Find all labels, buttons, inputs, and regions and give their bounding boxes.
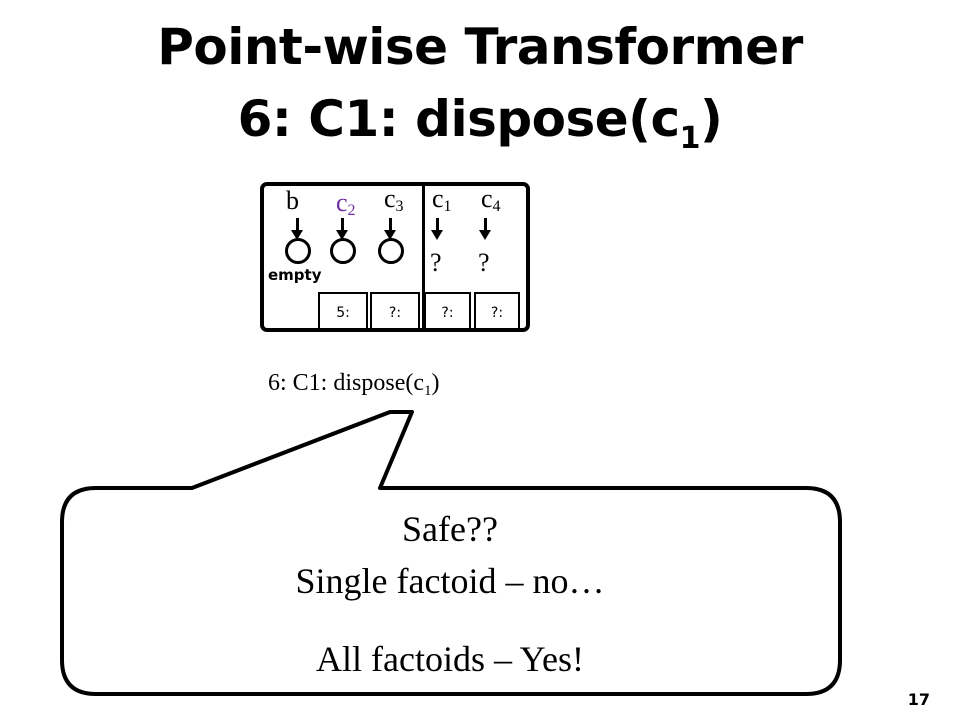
empty-label: empty — [268, 266, 322, 284]
bubble-line-2: Single factoid – no… — [295, 561, 605, 601]
object-node-2 — [330, 238, 356, 264]
var-c3: c3 — [384, 184, 404, 215]
slide-title: Point-wise Transformer — [157, 18, 803, 76]
unknown-mark-c4: ? — [478, 248, 490, 277]
arrow-b — [291, 218, 303, 240]
statement-label: 6: C1: dispose(c1) — [268, 370, 440, 399]
page-number: 17 — [907, 690, 930, 709]
history-cell-4: ?: — [474, 292, 520, 332]
var-c4: c4 — [481, 184, 501, 215]
var-b: b — [286, 186, 299, 215]
unknown-mark-c1: ? — [430, 248, 442, 277]
bubble-line-3: All factoids – Yes! — [316, 639, 584, 679]
arrow-c2 — [336, 218, 348, 240]
diagram-divider — [422, 184, 425, 332]
history-cell-3: ?: — [424, 292, 471, 332]
var-c1: c1 — [432, 184, 452, 215]
arrow-c3 — [384, 218, 396, 240]
var-c2: c2 — [336, 188, 356, 219]
arrow-c1 — [431, 218, 443, 240]
object-node-3 — [378, 238, 404, 264]
slide-subtitle: 6: C1: dispose(c1) — [237, 90, 723, 156]
bubble-line-1: Safe?? — [402, 509, 498, 549]
history-cell-1: 5: — [318, 292, 368, 332]
arrow-c4 — [479, 218, 491, 240]
object-node-1 — [285, 238, 311, 264]
history-cell-2: ?: — [370, 292, 420, 332]
